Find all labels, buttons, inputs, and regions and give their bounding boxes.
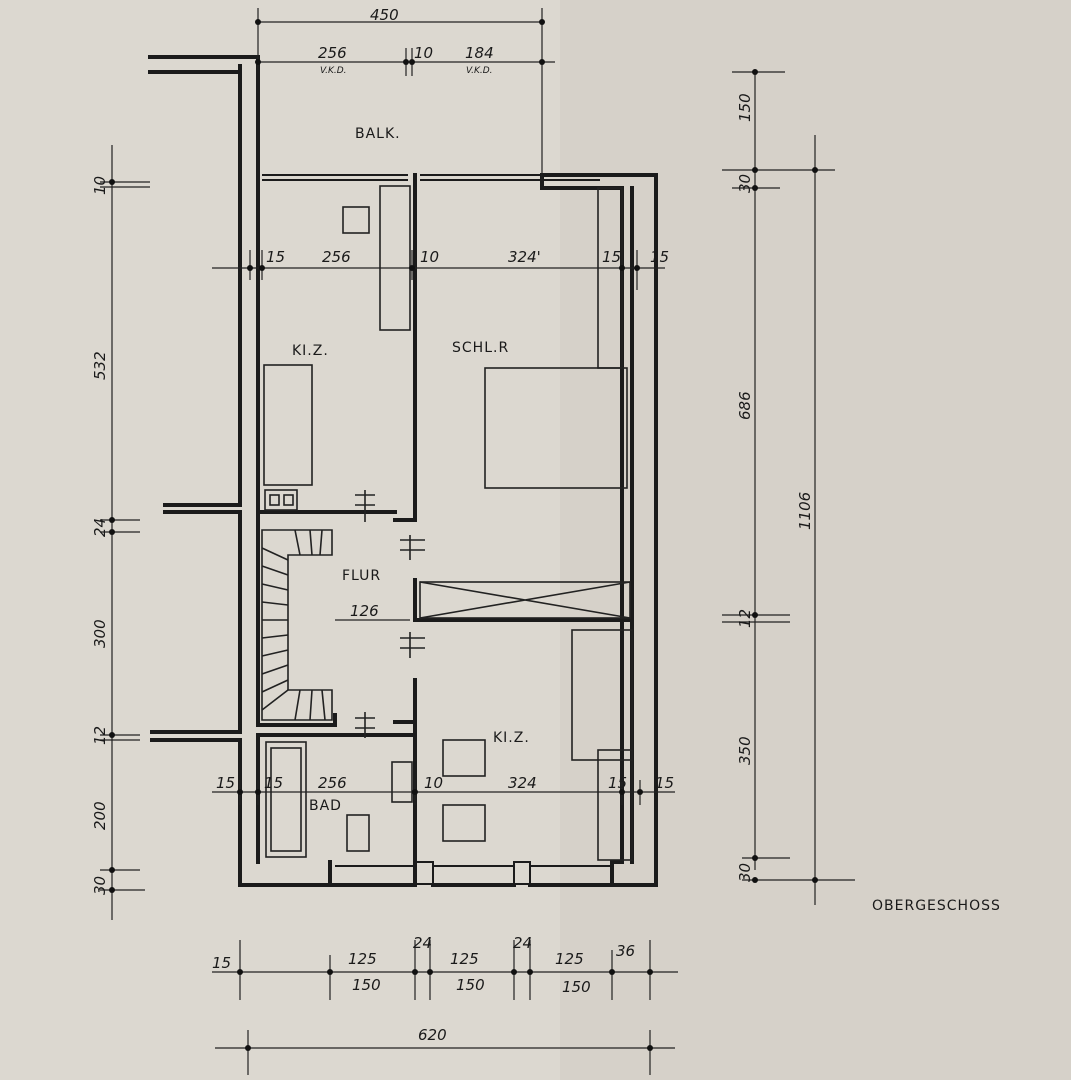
dimension-labels: 450 256 V.K.D. 10 184 V.K.D. 15 256 10 3… [91, 6, 814, 1044]
dim-upper-left-wall: 15 [266, 248, 285, 266]
dim-upper-right-inner: 15 [602, 248, 621, 266]
bathtub-inner [270, 747, 302, 852]
dim-top-mid: 10 [414, 44, 433, 62]
dim-top-right-note: V.K.D. [466, 66, 493, 76]
cupboard-cross [419, 581, 631, 619]
dim-left-1: 10 [91, 176, 109, 195]
door-symbol-kiz-bottom [400, 632, 425, 658]
dim-right-2: 30 [736, 174, 754, 193]
door-symbol-bedroom [400, 535, 425, 560]
dim-left-7: 30 [91, 876, 109, 895]
dim-bottom-total: 620 [418, 1026, 447, 1044]
room-label-bathroom: BAD [309, 798, 342, 814]
kiz-bottom-chair [442, 804, 486, 842]
bath-top-wall [256, 733, 417, 864]
kiz-top-stove [264, 489, 298, 511]
dim-lower-right-inner: 15 [608, 774, 627, 792]
dim-upper-mid-wall: 10 [420, 248, 439, 266]
dim-bottom-5: 24 [513, 934, 532, 952]
dim-bottom-8: 150 [352, 976, 381, 994]
drawing-title: OBERGESCHOSS [872, 898, 1001, 914]
stove-hob-right [283, 494, 294, 506]
room-label-kids-bottom: KI.Z. [493, 730, 530, 746]
dim-lower-mid-wall: 10 [424, 774, 443, 792]
dim-right-4: 12 [736, 609, 754, 628]
door-symbol-kiz [355, 490, 375, 522]
dim-right-1: 150 [736, 93, 754, 122]
dim-bottom-7: 36 [616, 942, 635, 960]
walls [148, 55, 658, 887]
toilet [346, 814, 370, 852]
exterior-left-bottom [238, 60, 332, 887]
dim-top-left: 256 [318, 44, 347, 62]
dim-bottom-4: 125 [450, 950, 479, 968]
kiz-top-wardrobe [379, 185, 411, 331]
dim-bottom-6: 125 [555, 950, 584, 968]
dim-left-6: 200 [91, 801, 109, 830]
dim-right-6: 30 [736, 863, 754, 882]
dim-top-right: 184 [465, 44, 494, 62]
dim-top-left-note: V.K.D. [320, 66, 347, 76]
kiz-bottom-wardrobe [571, 629, 633, 761]
dim-upper-bedroom: 324' [508, 248, 541, 266]
left-wall-notch-upper [163, 503, 242, 514]
bottom-pier-left [414, 861, 434, 885]
dim-bottom-9: 150 [456, 976, 485, 994]
top-window-left [262, 174, 408, 181]
dim-bottom-10: 150 [562, 978, 591, 996]
dim-bottom-1: 15 [212, 954, 231, 972]
wardrobe-wall [413, 578, 634, 622]
top-window-right [420, 174, 600, 181]
stair-treads [261, 529, 326, 721]
double-bed [484, 367, 628, 489]
dim-lower-right-wall: 15 [655, 774, 674, 792]
kiz-bottom-desk [442, 739, 486, 777]
door-symbol-bath [355, 712, 375, 738]
dim-right-5: 350 [736, 736, 754, 765]
dim-right-total: 1106 [796, 492, 814, 530]
dim-upper-right-wall: 15 [650, 248, 669, 266]
dim-lower-left-wall: 15 [264, 774, 283, 792]
kiz-bottom-bed [597, 749, 633, 861]
room-label-bedroom: SCHL.R [452, 340, 509, 356]
staircase [261, 529, 333, 721]
built-in-cupboard [419, 581, 631, 619]
dim-bottom-3: 24 [413, 934, 432, 952]
bathtub [265, 741, 307, 858]
room-labels: BALK. KI.Z. SCHL.R FLUR KI.Z. BAD OBERGE… [292, 126, 1001, 914]
kiz-top-desk [342, 206, 370, 234]
exterior-right [328, 173, 658, 887]
dim-left-2: 532 [91, 351, 109, 380]
dim-lower-left-outer: 15 [216, 774, 235, 792]
dimension-ticks [109, 19, 818, 1051]
dim-top-total: 450 [370, 6, 399, 24]
room-label-hall: FLUR [342, 568, 381, 584]
furniture [261, 185, 633, 861]
dim-left-4: 300 [91, 619, 109, 648]
dim-right-3: 686 [736, 391, 754, 420]
room-label-kids-top: KI.Z. [292, 343, 329, 359]
dim-left-3: 24 [91, 518, 109, 537]
bottom-total-dim [215, 1030, 675, 1075]
stove-hob-left [269, 494, 280, 506]
dim-lower-bath: 256 [318, 774, 347, 792]
dim-left-5: 12 [91, 726, 109, 745]
room-label-balcony: BALK. [355, 126, 401, 142]
stair-enclosure [256, 510, 337, 727]
kiz-top-bed [263, 364, 313, 486]
bottom-pier [513, 861, 531, 885]
dim-lower-kiz: 324 [508, 774, 537, 792]
washbasin [391, 761, 413, 803]
dim-bottom-2: 125 [348, 950, 377, 968]
left-wall-notch-lower [150, 510, 242, 742]
dim-upper-kiz: 256 [322, 248, 351, 266]
dim-hall-width: 126 [350, 602, 379, 620]
